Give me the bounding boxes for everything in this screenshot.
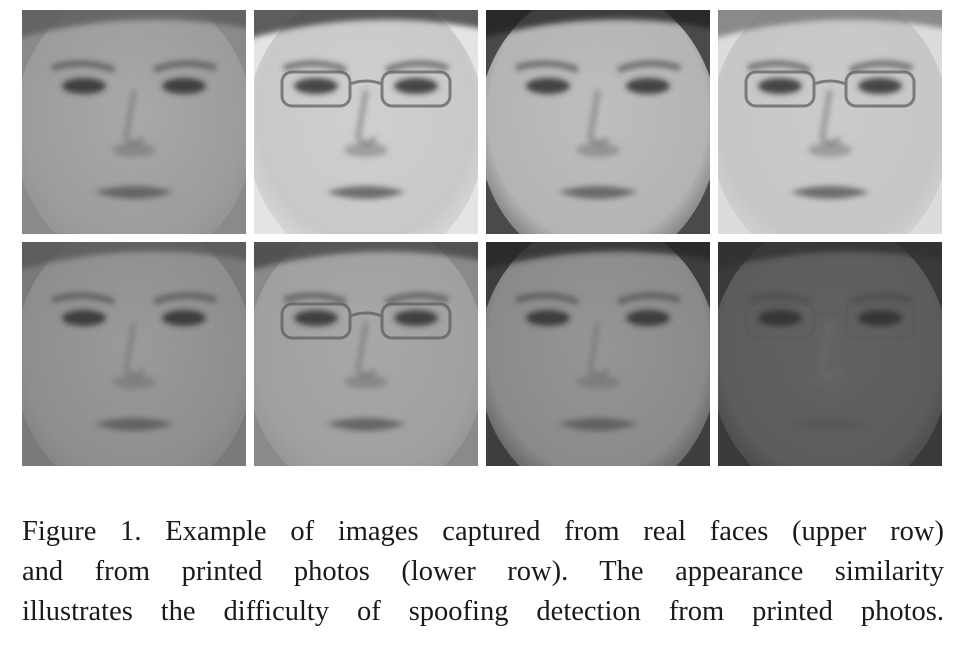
face-photo xyxy=(718,242,942,466)
printed-photo-image-1 xyxy=(22,242,246,466)
printed-photo-image-4 xyxy=(718,242,942,466)
figure-caption: Figure 1. Example of images captured fro… xyxy=(22,512,944,632)
face-photo xyxy=(486,10,710,234)
face-photo xyxy=(254,242,478,466)
real-face-image-2 xyxy=(254,10,478,234)
caption-line-2: and from printed photos (lower row). The… xyxy=(22,556,944,587)
face-photo xyxy=(718,10,942,234)
caption-line-3: illustrates the difficulty of spoofing d… xyxy=(22,596,944,627)
real-face-image-1 xyxy=(22,10,246,234)
figure-1 xyxy=(22,10,944,466)
face-photo xyxy=(254,10,478,234)
real-face-image-4 xyxy=(718,10,942,234)
real-face-image-3 xyxy=(486,10,710,234)
printed-photo-image-2 xyxy=(254,242,478,466)
face-photo xyxy=(22,242,246,466)
face-photo xyxy=(22,10,246,234)
caption-line-1: Figure 1. Example of images captured fro… xyxy=(22,516,944,547)
face-image-grid xyxy=(22,10,944,466)
printed-photo-image-3 xyxy=(486,242,710,466)
face-photo xyxy=(486,242,710,466)
